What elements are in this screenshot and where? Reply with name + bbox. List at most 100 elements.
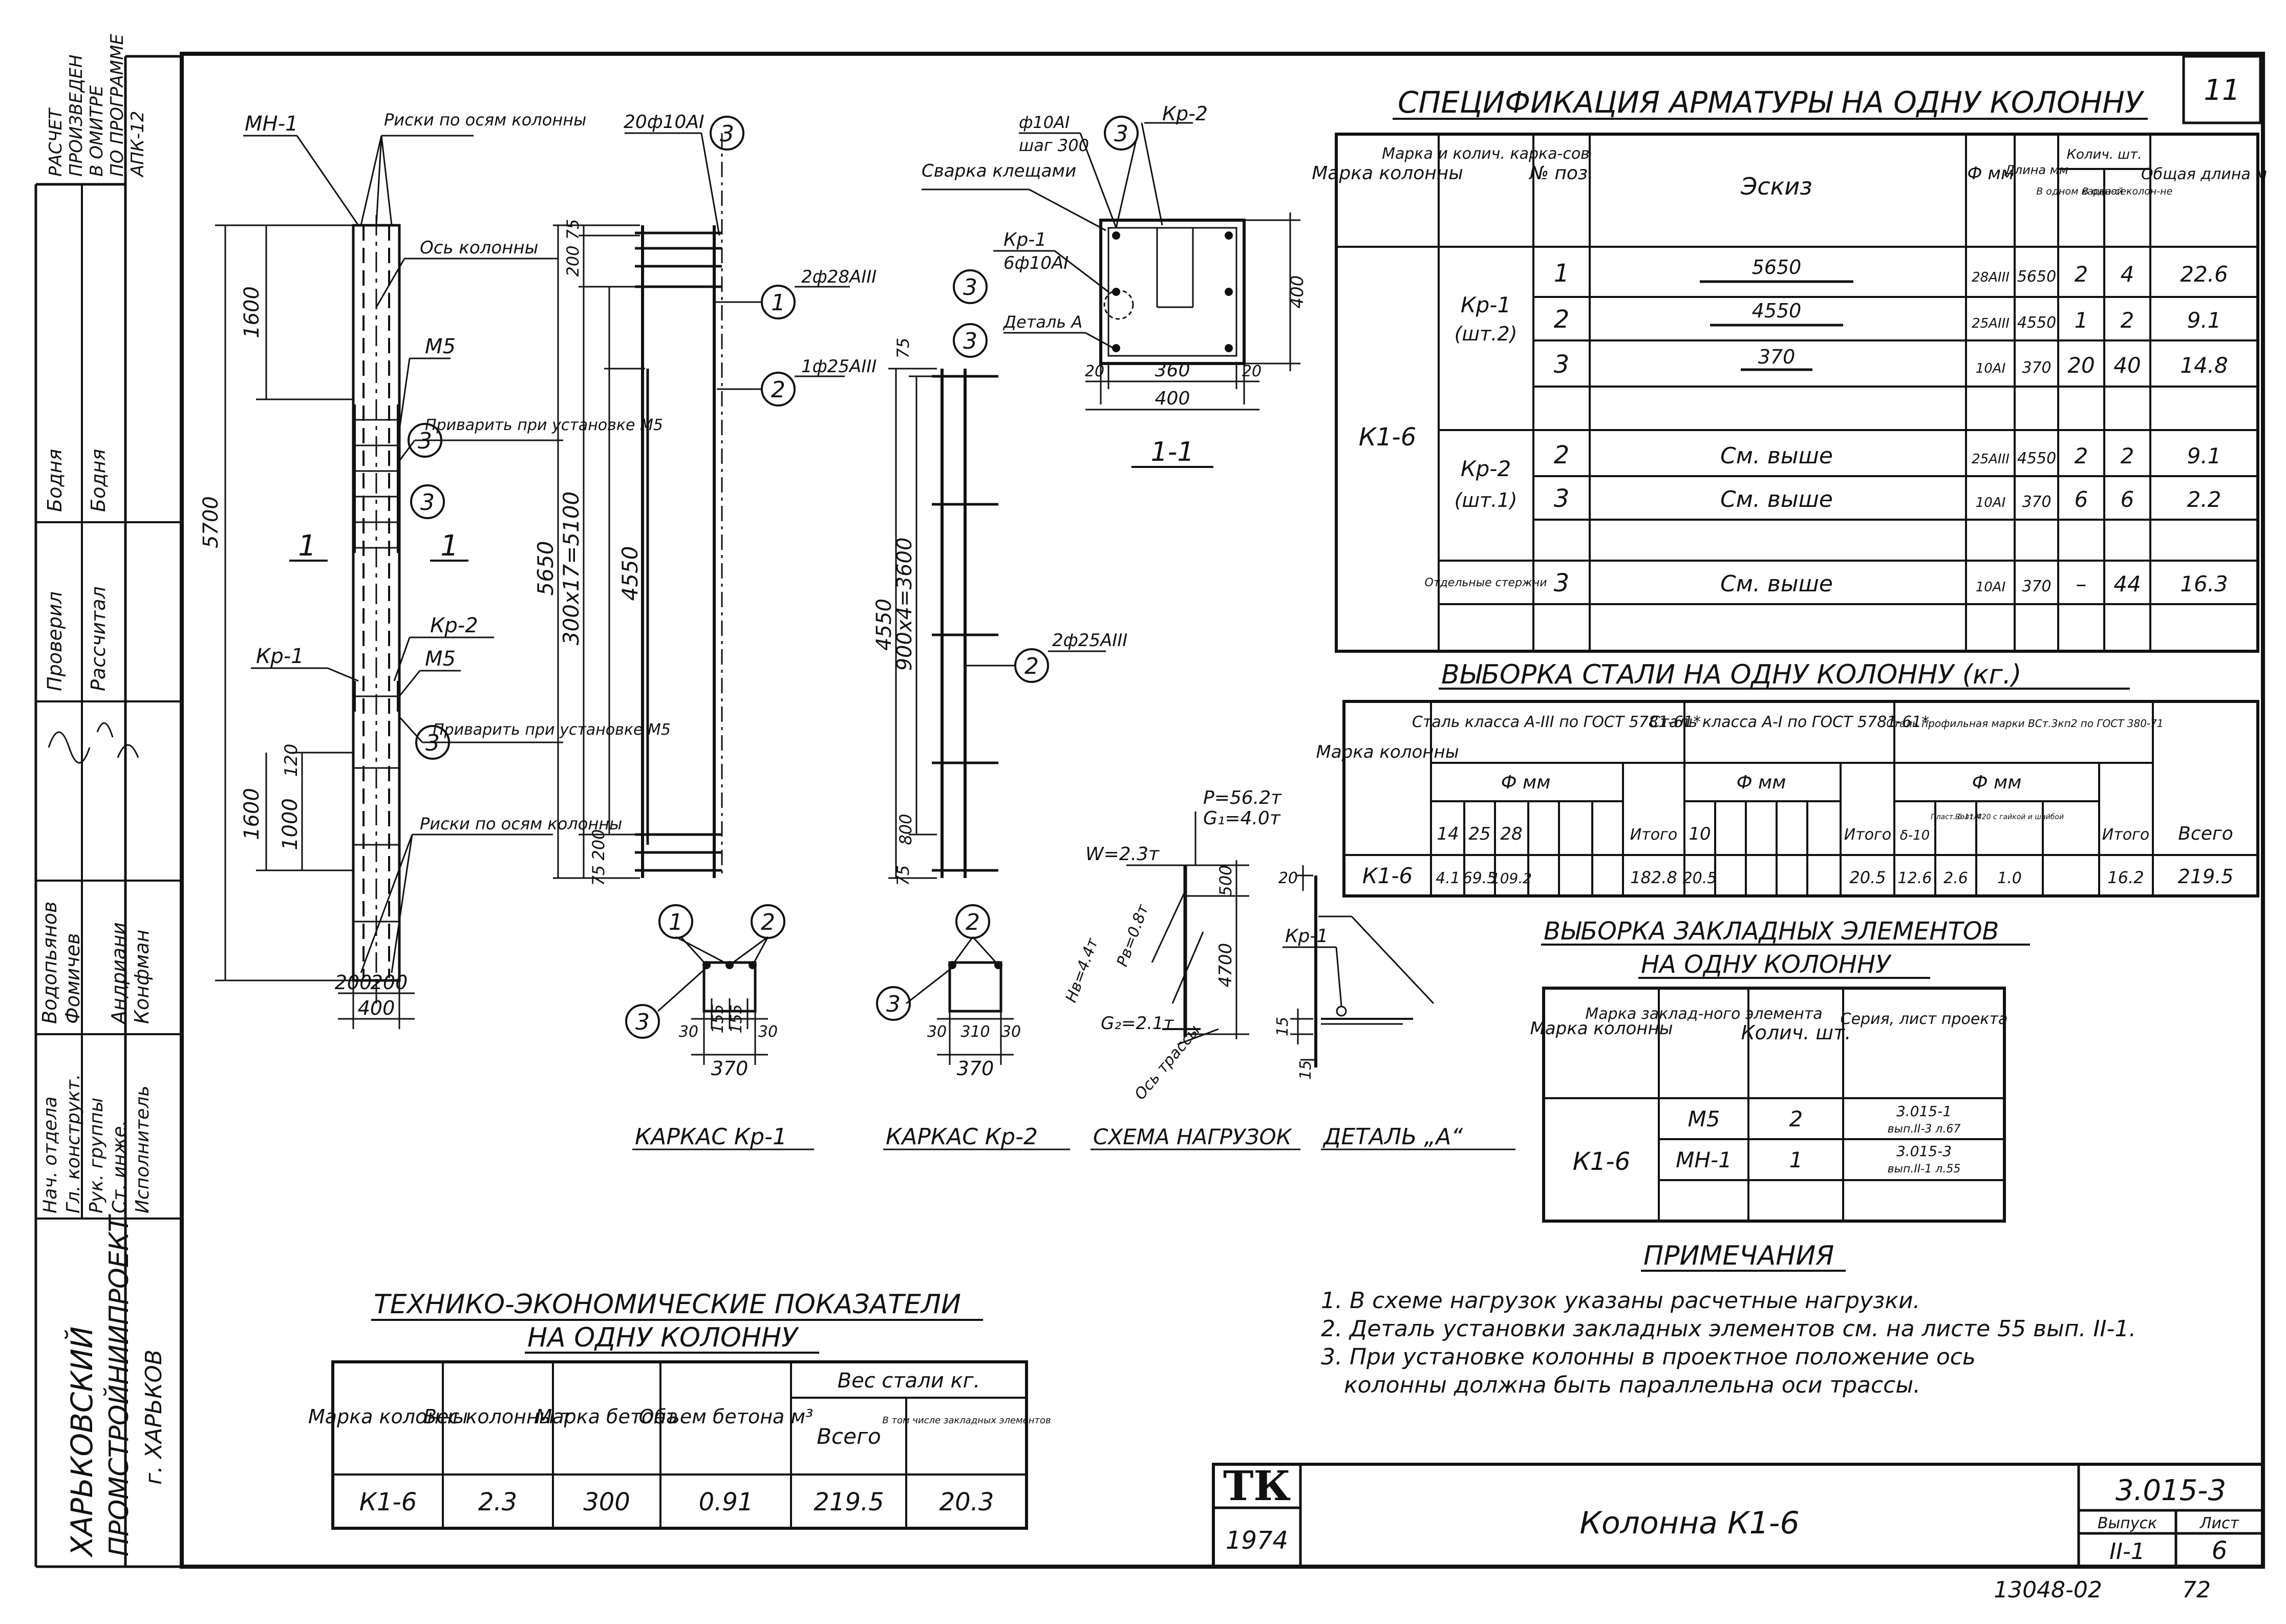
sec11-label-kr1: Кр-1 xyxy=(1003,229,1046,250)
svg-text:δ-10: δ-10 xyxy=(1900,828,1930,843)
kr1-bar-stirrups: 20ф10АI xyxy=(624,112,704,133)
svg-text:4550: 4550 xyxy=(2017,450,2056,467)
dim-1000: 1000 xyxy=(279,798,302,850)
svg-text:10АI: 10АI xyxy=(1976,580,2006,595)
kr2-dim-3600: 900х4=3600 xyxy=(893,538,916,671)
kr1-dim-200-top: 200 xyxy=(563,245,583,276)
svg-text:2: 2 xyxy=(2121,443,2134,468)
steel-table: ВЫБОРКА СТАЛИ НА ОДНУ КОЛОННУ (кг.) xyxy=(1316,659,2259,898)
tech-table: ТЕХНИКО-ЭКОНОМИЧЕСКИЕ ПОКАЗАТЕЛИ НА ОДНУ… xyxy=(308,1289,1051,1530)
steel-row: К1-6 4.1 69.5 109.2 182.8 20.5 20.5 12.6… xyxy=(1362,863,2234,888)
tech-title1: ТЕХНИКО-ЭКОНОМИЧЕСКИЕ ПОКАЗАТЕЛИ xyxy=(374,1289,961,1320)
detail-caption: ДЕТАЛЬ „А“ xyxy=(1322,1124,1463,1150)
svg-text:4: 4 xyxy=(2121,262,2134,287)
kr1-caption: КАРКАС Кр-1 xyxy=(635,1124,787,1150)
svg-text:12.6: 12.6 xyxy=(1898,869,1932,887)
emb-h-mark: Марка колонны xyxy=(1530,1018,1673,1039)
kr1-bar-main: 2ф28АIII xyxy=(801,267,877,287)
svg-text:5650: 5650 xyxy=(1752,256,1802,279)
svg-text:2.2: 2.2 xyxy=(2187,487,2221,512)
svg-text:22.6: 22.6 xyxy=(2180,262,2228,287)
spec-cage-kr1-count: (шт.2) xyxy=(1455,323,1518,345)
svg-text:2: 2 xyxy=(966,909,980,935)
svg-text:25АIII: 25АIII xyxy=(1972,316,2010,331)
steel-h-itogo1: Итого xyxy=(1844,826,1891,844)
svg-text:370: 370 xyxy=(1758,346,1796,368)
person-calculated: Бодня xyxy=(87,449,110,512)
svg-text:25: 25 xyxy=(1468,824,1490,844)
svg-text:1: 1 xyxy=(1789,1147,1803,1172)
label-axis-marks-bottom: Риски по осям колонны xyxy=(420,814,622,834)
svg-text:14.8: 14.8 xyxy=(2180,353,2228,378)
svg-text:2: 2 xyxy=(1554,441,1570,469)
person-engineer: Андриани xyxy=(108,922,130,1025)
kr1-dim-5100: 300х17=5100 xyxy=(559,492,584,646)
tb-year: 1974 xyxy=(1226,1526,1288,1555)
label-m5-top: М5 xyxy=(425,335,456,358)
kr2-bar-main: 2ф25АIII xyxy=(1052,630,1127,651)
svg-text:М5: М5 xyxy=(1688,1106,1720,1131)
cage-kr1: 75 200 5650 300х17=5100 4550 200 75 20ф1… xyxy=(533,112,877,1150)
spec-h-q2: В одной колон-не xyxy=(2082,186,2173,197)
person-chief: Фомичев xyxy=(61,933,84,1024)
tech-h-total: Всего xyxy=(817,1424,881,1449)
kr1-dim-4550: 4550 xyxy=(617,546,643,601)
load-scheme: Р=56.2т G₁=4.0т W=2.3т Нв=4.4т Рв=0.8т G… xyxy=(1062,787,1300,1150)
load-g1: G₁=4.0т xyxy=(1203,808,1281,829)
load-g2: G₂=2.1т xyxy=(1101,1013,1174,1034)
embedded-title2: НА ОДНУ КОЛОННУ xyxy=(1641,950,1892,979)
emb-h-element: Марка заклад-ного элемента xyxy=(1585,1005,1822,1023)
tech-h-weight: Вес колонны т xyxy=(423,1405,573,1428)
svg-text:16.3: 16.3 xyxy=(2180,571,2228,596)
sec11-label-detail: Деталь А xyxy=(1002,312,1082,332)
kr1-sec-155-b: 155 xyxy=(728,1004,745,1033)
load-pv: Рв=0.8т xyxy=(1114,902,1153,969)
spec-h-len: Длина мм xyxy=(2004,163,2068,177)
svg-text:28: 28 xyxy=(1500,824,1522,844)
svg-text:6: 6 xyxy=(2121,487,2134,512)
label-m5-bottom: М5 xyxy=(425,647,456,671)
spec-h-pos: № поз. xyxy=(1528,163,1593,184)
svg-text:1: 1 xyxy=(1554,259,1570,288)
role-engineer: Ст. инже. xyxy=(109,1120,130,1213)
svg-text:3.015-3: 3.015-3 xyxy=(1896,1143,1952,1160)
kr1-bar-middle: 1ф25АIII xyxy=(801,356,877,377)
note-2: 2. Деталь установки закладных элементов … xyxy=(1321,1316,2136,1342)
tech-row: К1-6 2.3 300 0.91 219.5 20.3 xyxy=(359,1488,994,1516)
kr1-dim-75-top: 75 xyxy=(563,219,583,240)
calc-note-line4: ПО ПРОГРАММЕ xyxy=(107,34,127,177)
sec11-dim-400-h: 400 xyxy=(1155,388,1190,409)
svg-text:219.5: 219.5 xyxy=(2178,865,2234,888)
svg-text:20.5: 20.5 xyxy=(1849,868,1886,887)
svg-text:МН-1: МН-1 xyxy=(1676,1147,1732,1172)
pos-circle-3c: 3 xyxy=(425,730,440,756)
spec-h-dia: Ф мм xyxy=(1967,163,2014,184)
spec-row-4: 2 См. выше 25АIII 4550 2 2 9.1 xyxy=(1554,441,2221,469)
calc-note-line1: РАСЧЕТ xyxy=(46,108,66,177)
dim-400: 400 xyxy=(358,997,395,1019)
kr1-pos-2: 2 xyxy=(771,377,785,403)
svg-text:25АIII: 25АIII xyxy=(1972,452,2010,467)
svg-text:9.1: 9.1 xyxy=(2187,443,2221,468)
person-head: Водопьянов xyxy=(38,902,61,1024)
detail-label-kr1: Кр-1 xyxy=(1285,926,1328,947)
spec-row-5: 3 См. выше 10АI 370 6 6 2.2 xyxy=(1554,484,2221,513)
emb-h-series: Серия, лист проекта xyxy=(1841,1010,2008,1028)
svg-text:4550: 4550 xyxy=(2017,314,2056,332)
signature-marks xyxy=(48,722,139,764)
svg-text:2: 2 xyxy=(1024,653,1039,679)
role-head: Нач. отдела xyxy=(40,1097,61,1213)
svg-text:370: 370 xyxy=(2022,493,2051,511)
svg-text:300: 300 xyxy=(583,1488,630,1516)
spec-row-3: 3 370 10АI 370 20 40 14.8 xyxy=(1554,346,2228,379)
dim-200-right: 200 xyxy=(371,971,408,994)
svg-text:14: 14 xyxy=(1437,824,1459,844)
calc-note-line5: АПК-12 xyxy=(127,111,148,178)
org-institute: ПРОМСТРОЙНИИПРОЕКТ xyxy=(103,1213,135,1556)
tech-h-volume: Объем бетона м³ xyxy=(639,1405,814,1428)
detail-dim-15-a: 15 xyxy=(1274,1017,1292,1036)
sec11-label-step: шаг 300 xyxy=(1019,136,1089,155)
dim-top-1600: 1600 xyxy=(240,286,264,338)
notes-title: ПРИМЕЧАНИЯ xyxy=(1643,1241,1834,1271)
